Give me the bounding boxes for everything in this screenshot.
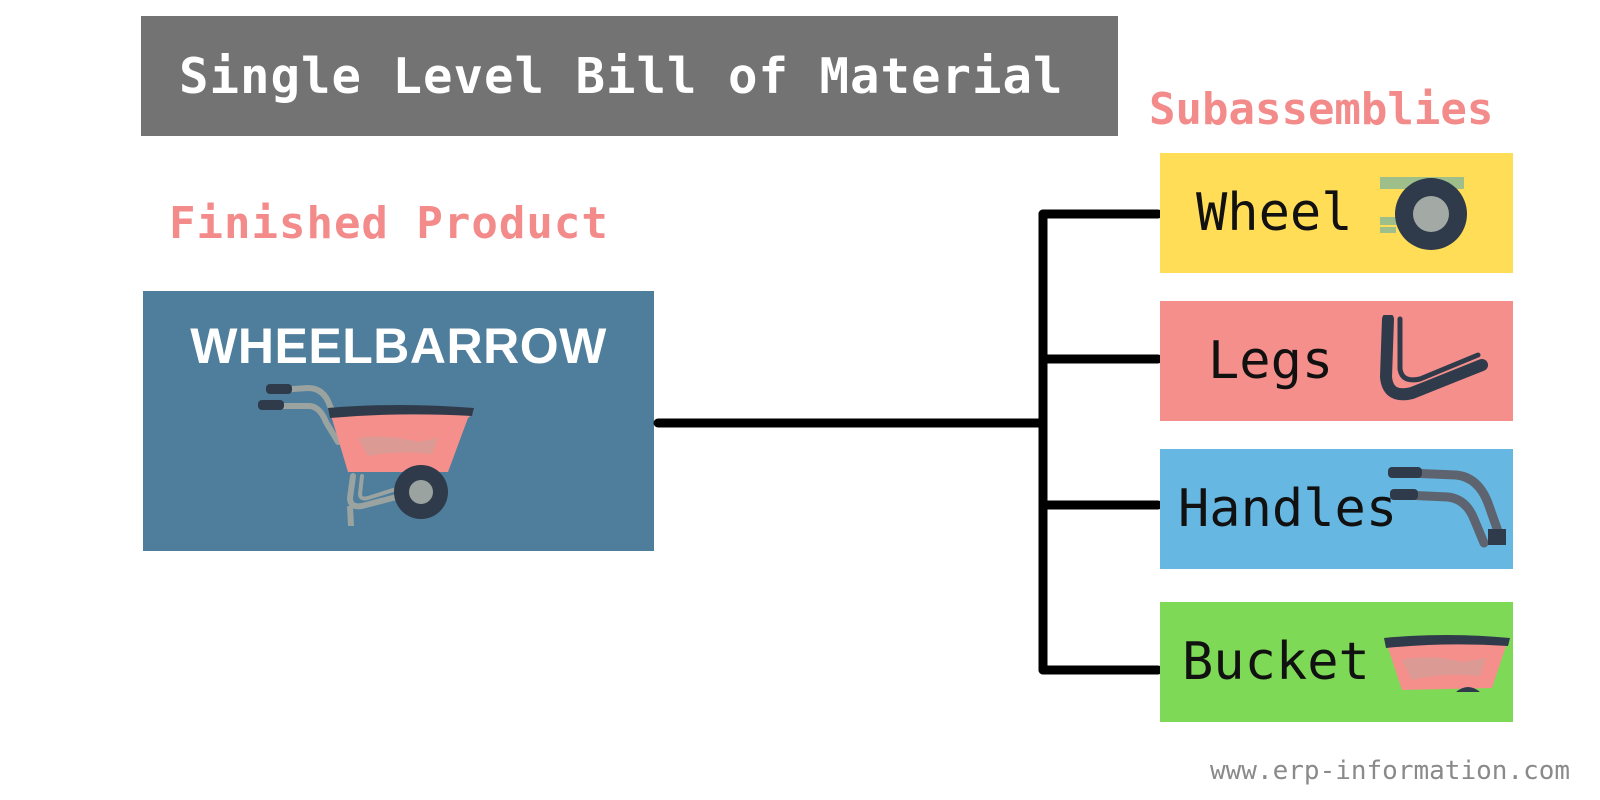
handles-icon (1388, 467, 1506, 548)
subassembly-bucket: Bucket (1160, 602, 1513, 722)
title-bar: Single Level Bill of Material (141, 16, 1118, 136)
finished-product-box: WHEELBARROW (143, 291, 654, 551)
subassembly-label-wheel: Wheel (1196, 183, 1353, 243)
subassembly-handles: Handles (1160, 449, 1513, 569)
subassembly-label-handles: Handles (1178, 479, 1398, 539)
wheel-icon (1380, 177, 1467, 250)
page-title: Single Level Bill of Material (179, 47, 1064, 105)
bucket-icon (1384, 635, 1510, 692)
subassembly-wheel: Wheel (1160, 153, 1513, 273)
subassembly-label-legs: Legs (1208, 331, 1334, 391)
subassemblies-heading: Subassemblies (1149, 84, 1494, 135)
legs-icon (1379, 315, 1488, 401)
finished-product-heading: Finished Product (169, 198, 609, 249)
wheelbarrow-icon (258, 384, 474, 526)
subassembly-legs: Legs (1160, 301, 1513, 421)
website-credit: www.erp-information.com (1210, 756, 1571, 786)
subassembly-label-bucket: Bucket (1182, 632, 1370, 692)
product-name: WHEELBARROW (190, 318, 607, 374)
